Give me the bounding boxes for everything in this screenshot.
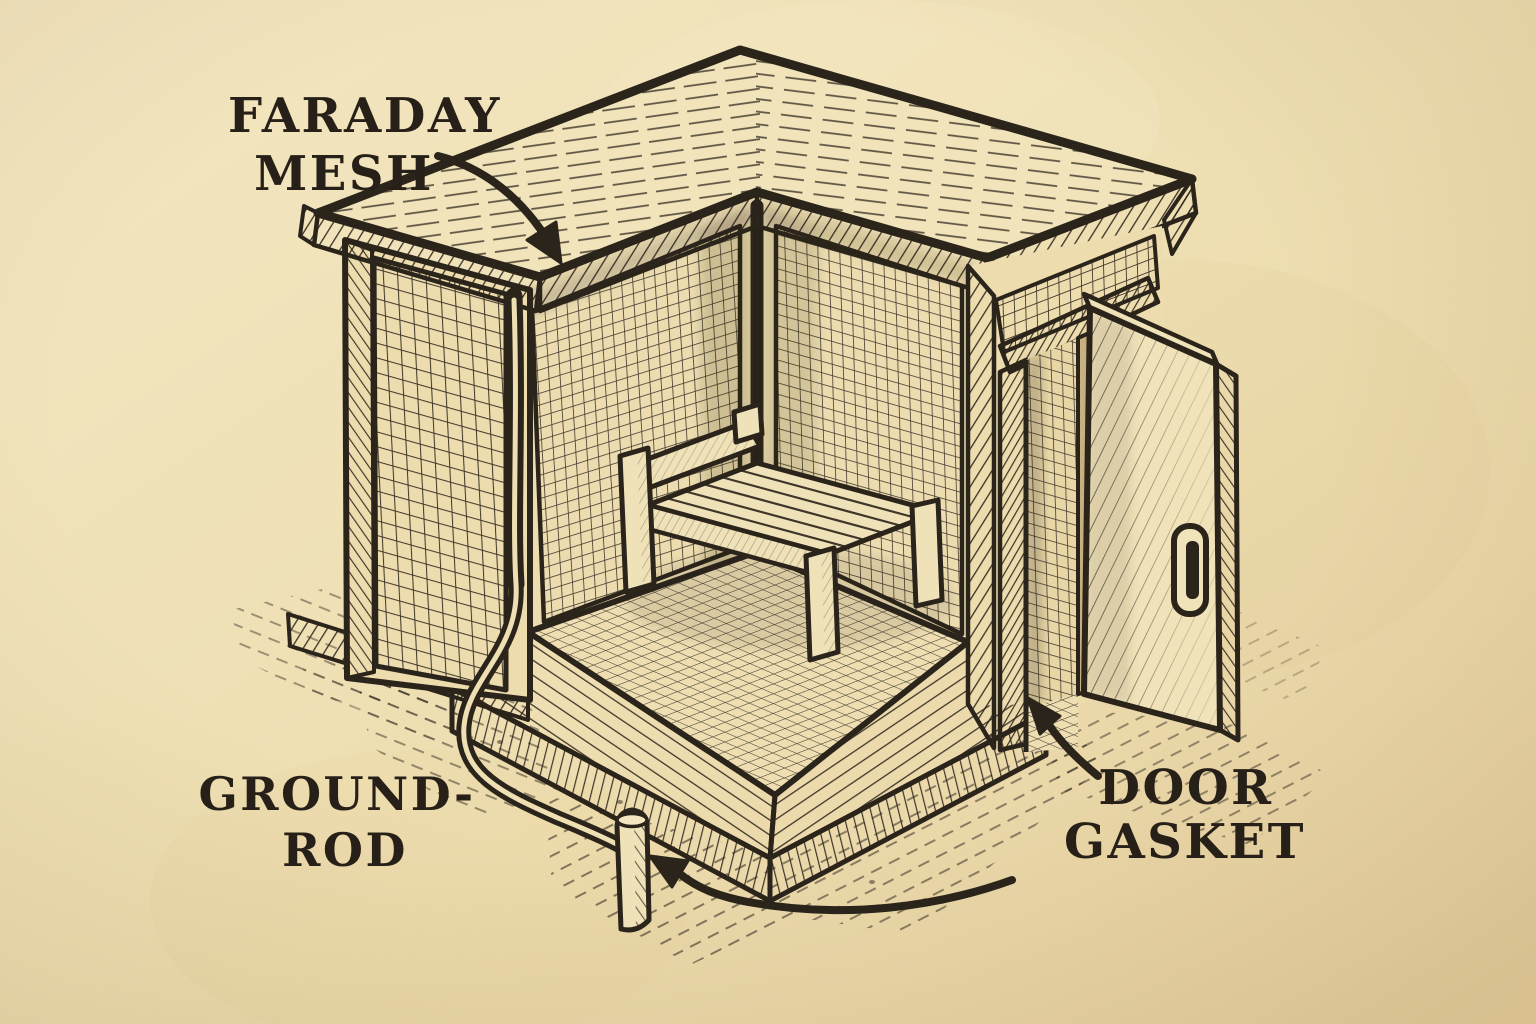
roof-end-cap-left xyxy=(298,204,320,247)
ground-rod-arrow xyxy=(676,870,1016,915)
door-wall-cut-edge xyxy=(965,263,997,751)
door-wall-mesh xyxy=(994,234,1160,354)
roof-end-cap-right xyxy=(1162,177,1198,256)
labels: FARADAY MESH GROUND- ROD DOOR GASKET xyxy=(198,88,1306,877)
door-gasket-arrowhead-icon xyxy=(1026,696,1062,736)
base-slab-right xyxy=(767,709,1049,904)
door-outer-edge xyxy=(1213,361,1241,743)
cot-slats xyxy=(664,468,922,549)
door-assembly xyxy=(965,226,1241,753)
annotations xyxy=(434,152,1102,915)
ground-rod-arrowhead-icon xyxy=(648,854,690,889)
cot-rear-post-cap xyxy=(731,401,765,445)
label-ground-rod-line1: GROUND- xyxy=(198,767,475,821)
label-faraday-mesh-line1: FARADAY xyxy=(228,88,502,144)
ground-wire xyxy=(456,287,630,855)
faraday-mesh-arrowhead-icon xyxy=(525,220,563,265)
cot-rear-leg xyxy=(909,497,945,609)
door xyxy=(1081,291,1241,743)
label-door-gasket-line1: DOOR xyxy=(1098,760,1273,816)
label-door-gasket-line2: GASKET xyxy=(1064,814,1306,870)
left-wall-mesh-panel xyxy=(371,255,509,693)
faraday-mesh-arrow xyxy=(434,152,549,240)
door-gasket-jamb xyxy=(997,357,1029,753)
left-wall-corner-post xyxy=(343,238,376,680)
label-ground-rod-line2: ROD xyxy=(282,823,408,877)
ground-rod xyxy=(614,807,652,933)
label-faraday-mesh-line2: MESH xyxy=(254,146,434,202)
cot xyxy=(617,401,945,663)
